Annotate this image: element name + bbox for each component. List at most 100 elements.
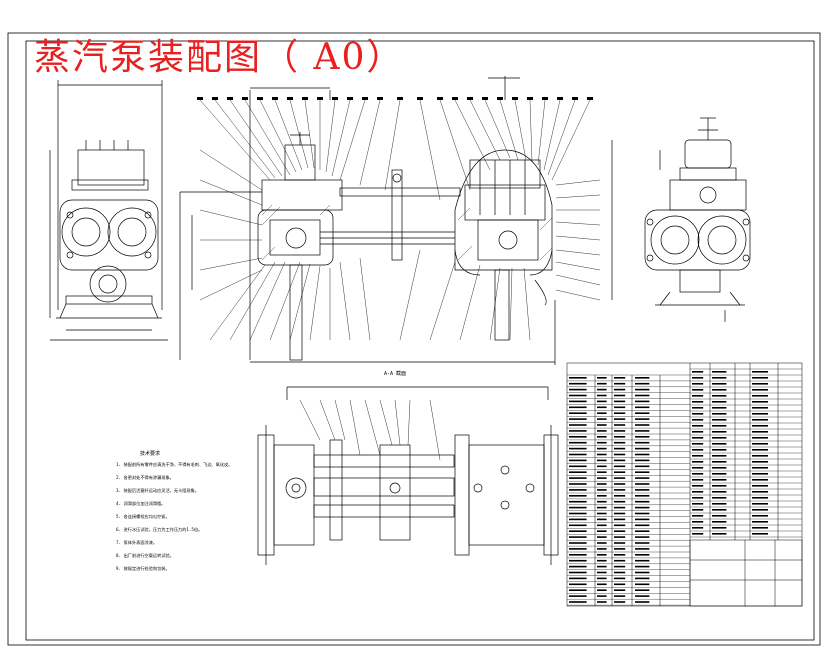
parts-cell-text xyxy=(752,377,768,379)
parts-cell-text xyxy=(614,459,626,462)
parts-cell-text xyxy=(614,542,626,544)
parts-cell-text xyxy=(712,461,727,463)
parts-cell-text xyxy=(635,453,650,456)
parts-cell-text xyxy=(614,506,626,509)
parts-cell-text xyxy=(635,565,650,568)
parts-cell-text xyxy=(614,400,626,403)
parts-cell-text xyxy=(692,509,704,511)
parts-cell-text xyxy=(635,382,650,385)
parts-cell-text xyxy=(692,467,704,469)
parts-cell-text xyxy=(752,521,768,523)
parts-cell-text xyxy=(597,418,607,420)
parts-cell-text xyxy=(597,406,607,409)
parts-cell-text xyxy=(597,495,607,497)
parts-cell-text xyxy=(569,489,587,491)
parts-cell-text xyxy=(712,527,727,529)
parts-cell-text xyxy=(569,595,587,597)
parts-cell-text xyxy=(635,506,650,509)
parts-cell-text xyxy=(614,571,626,574)
parts-cell-text xyxy=(752,383,768,385)
parts-cell-text xyxy=(692,473,704,475)
note-line: 1. 装配前所有零件应清洗干净，不得有毛刺、飞边、氧化皮。 xyxy=(116,461,232,468)
parts-cell-text xyxy=(614,471,626,473)
parts-cell-text xyxy=(614,530,626,532)
parts-cell-text xyxy=(692,443,704,445)
parts-cell-text xyxy=(597,436,607,438)
parts-cell-text xyxy=(597,571,607,574)
parts-cell-text xyxy=(692,527,704,529)
parts-cell-text xyxy=(712,533,727,535)
parts-cell-text xyxy=(569,377,587,379)
parts-cell-text xyxy=(712,383,727,385)
inner-border xyxy=(25,40,815,641)
parts-cell-text xyxy=(635,500,650,503)
parts-cell-text xyxy=(752,527,768,529)
parts-cell-text xyxy=(597,583,607,586)
parts-cell-text xyxy=(712,443,727,445)
parts-cell-text xyxy=(635,595,650,597)
note-line: 3. 装配后活塞杆运动应灵活，无卡阻现象。 xyxy=(116,487,199,494)
parts-cell-text xyxy=(752,509,768,511)
parts-cell-text xyxy=(635,388,650,391)
parts-cell-text xyxy=(614,453,626,456)
parts-cell-text xyxy=(597,453,607,456)
parts-cell-text xyxy=(597,518,607,521)
parts-cell-text xyxy=(712,521,727,523)
parts-cell-text xyxy=(569,500,587,503)
parts-cell-text xyxy=(635,483,650,485)
parts-cell-text xyxy=(712,425,727,427)
parts-cell-text xyxy=(597,377,607,379)
note-line: 7. 泵体外表面涂漆。 xyxy=(116,539,157,546)
parts-cell-text xyxy=(712,485,727,487)
parts-cell-text xyxy=(569,548,587,550)
parts-cell-text xyxy=(635,495,650,497)
parts-cell-text xyxy=(597,471,607,473)
parts-cell-text xyxy=(752,467,768,469)
parts-cell-text xyxy=(692,431,704,433)
parts-cell-text xyxy=(752,443,768,445)
parts-cell-text xyxy=(597,394,607,397)
parts-cell-text xyxy=(569,530,587,532)
parts-cell-text xyxy=(712,497,727,499)
parts-cell-text xyxy=(752,455,768,457)
parts-cell-text xyxy=(635,489,650,491)
parts-cell-text xyxy=(712,467,727,469)
parts-cell-text xyxy=(752,395,768,397)
parts-cell-text xyxy=(597,542,607,544)
parts-cell-text xyxy=(569,524,587,527)
parts-cell-text xyxy=(635,447,650,450)
parts-cell-text xyxy=(569,441,587,444)
parts-cell-text xyxy=(635,589,650,591)
parts-cell-text xyxy=(692,533,704,535)
parts-cell-text xyxy=(712,455,727,457)
right-side-view xyxy=(644,117,751,322)
parts-cell-text xyxy=(635,465,650,468)
parts-cell-text xyxy=(752,479,768,481)
parts-cell-text xyxy=(597,483,607,485)
parts-cell-text xyxy=(569,424,587,426)
parts-cell-text xyxy=(752,461,768,463)
parts-cell-text xyxy=(569,589,587,591)
parts-cell-text xyxy=(712,419,727,421)
parts-cell-text xyxy=(692,371,704,373)
parts-cell-text xyxy=(635,424,650,426)
parts-cell-text xyxy=(712,389,727,391)
parts-cell-text xyxy=(597,382,607,385)
parts-cell-text xyxy=(614,447,626,450)
parts-cell-text xyxy=(635,406,650,409)
parts-cell-text xyxy=(597,512,607,515)
parts-cell-text xyxy=(712,515,727,517)
parts-cell-text xyxy=(712,449,727,451)
parts-cell-text xyxy=(597,595,607,597)
parts-cell-text xyxy=(635,536,650,538)
parts-cell-text xyxy=(569,601,587,603)
parts-cell-text xyxy=(569,495,587,497)
parts-cell-text xyxy=(712,437,727,439)
section-label: A-A 截面 xyxy=(384,370,406,377)
parts-cell-text xyxy=(569,512,587,515)
parts-cell-text xyxy=(614,577,626,580)
parts-cell-text xyxy=(569,571,587,574)
parts-cell-text xyxy=(752,389,768,391)
